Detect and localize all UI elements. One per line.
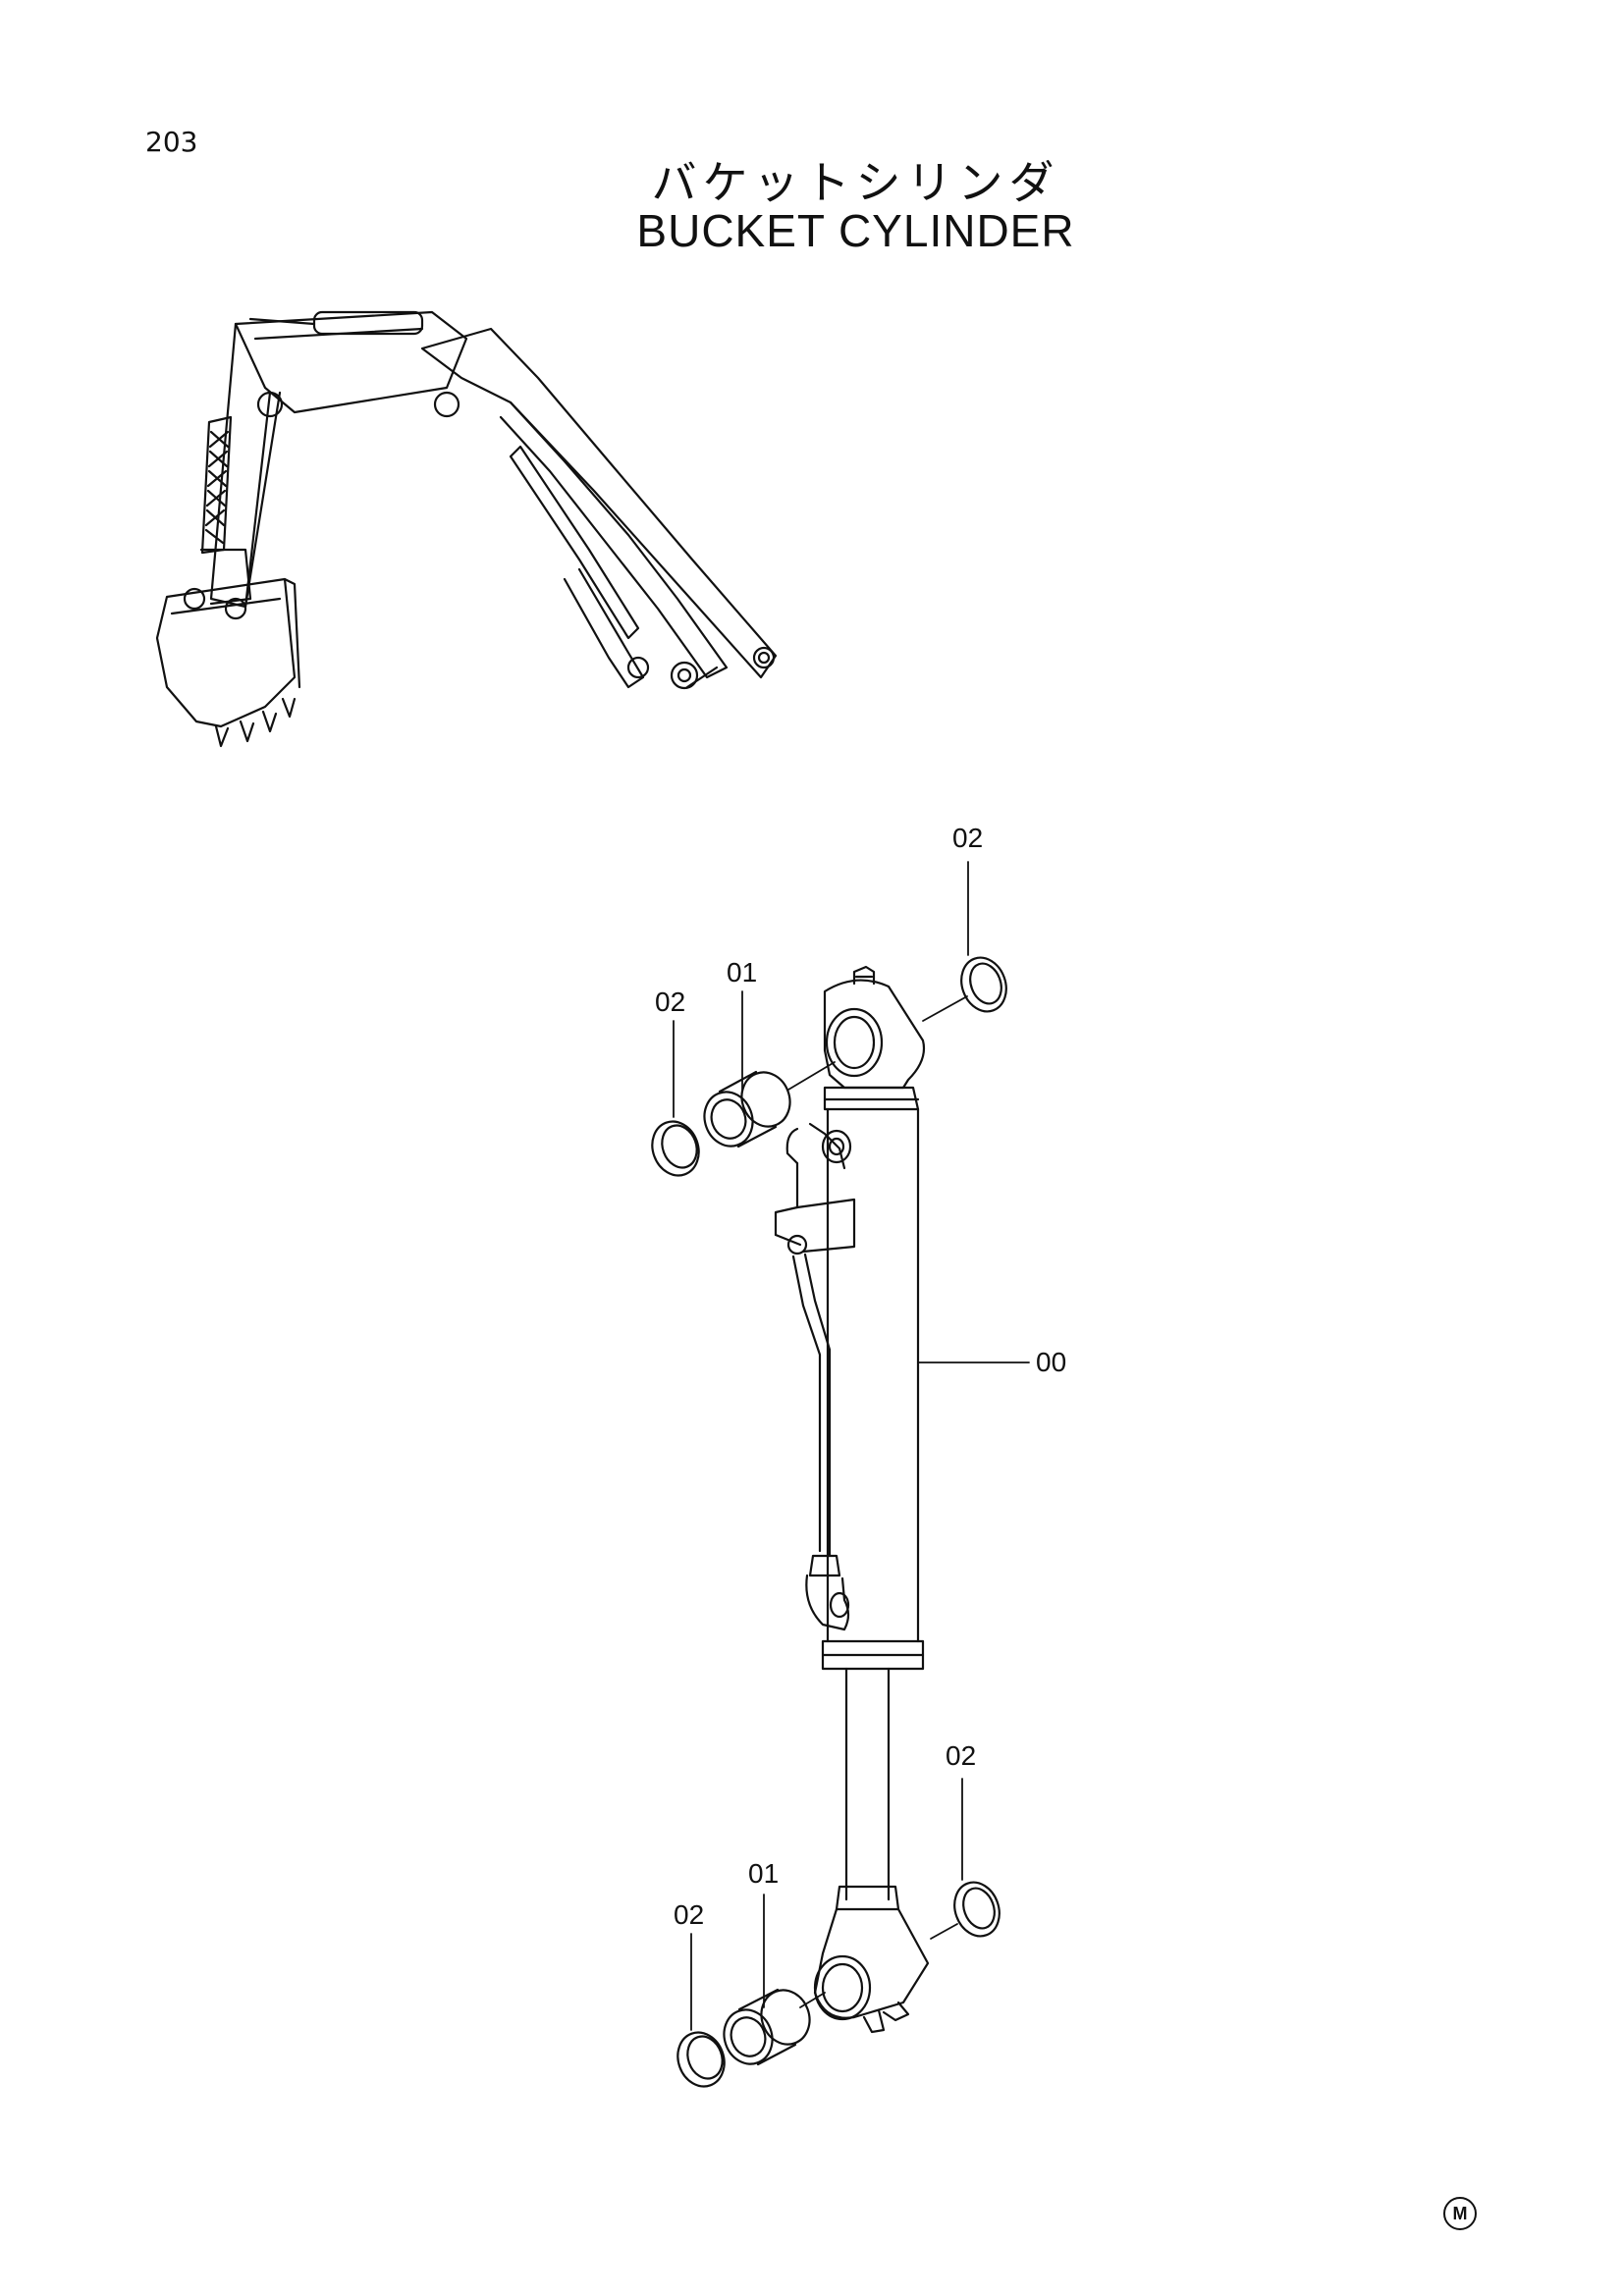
- m-marker: M: [1443, 2197, 1477, 2230]
- callout-01-top: 01: [727, 957, 758, 988]
- callout-02-top-left: 02: [655, 987, 686, 1017]
- callout-02-bottom-right: 02: [946, 1740, 977, 1771]
- page-number: 203: [145, 126, 198, 158]
- bucket-cylinder-assembly: [651, 956, 1007, 2088]
- callout-00: 00: [1036, 1347, 1067, 1377]
- title-japanese: バケットシリンダ: [651, 156, 1060, 209]
- callout-02-bottom-left: 02: [674, 1899, 705, 1930]
- title-english: BUCKET CYLINDER: [636, 205, 1075, 256]
- callout-01-bottom: 01: [748, 1858, 780, 1889]
- leader-lines: [673, 861, 1030, 2031]
- excavator-overview: [155, 310, 778, 748]
- callout-02-top-right: 02: [952, 823, 984, 853]
